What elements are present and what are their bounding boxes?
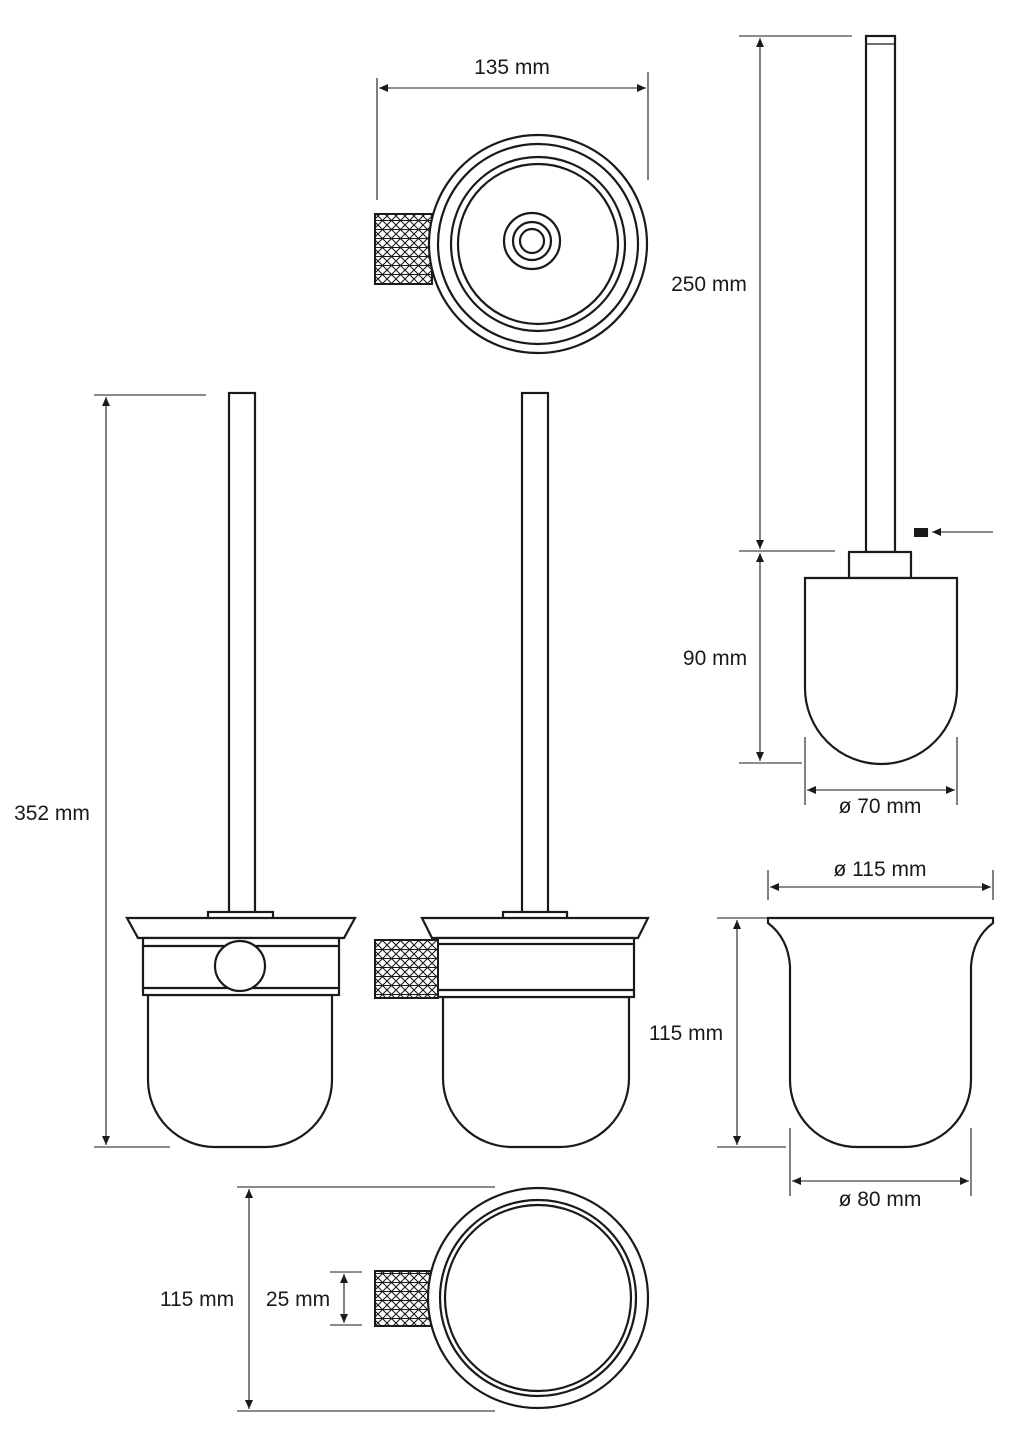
- dim-glass-top-diameter: ø 115 mm: [834, 858, 927, 881]
- dim-glass-bottom-diameter: ø 80 mm: [839, 1188, 922, 1211]
- dim-overall-height: 352 mm: [14, 802, 90, 825]
- top-view: 135 mm: [374, 56, 649, 355]
- bottom-view: 115 mm 25 mm: [160, 1186, 650, 1412]
- brush-view: 250 mm 90 mm ø 70 mm: [671, 34, 993, 818]
- dim-brush-head-diameter: ø 70 mm: [839, 795, 922, 818]
- side-view: [374, 391, 650, 1149]
- dim-top-width: 135 mm: [474, 56, 550, 79]
- front-view: 352 mm: [14, 391, 357, 1149]
- dim-brush-length: 250 mm: [671, 273, 747, 296]
- dim-mount-height: 25 mm: [266, 1288, 330, 1311]
- wall-mount-knurled: [374, 939, 439, 999]
- dim-glass-height: 115 mm: [649, 1022, 723, 1045]
- wall-mount-knurled: [374, 213, 433, 285]
- dim-bottom-ring-diameter: 115 mm: [160, 1288, 234, 1311]
- dim-brush-head-height: 90 mm: [683, 647, 747, 670]
- glass-view: ø 115 mm 115 mm ø 80 mm: [649, 858, 995, 1211]
